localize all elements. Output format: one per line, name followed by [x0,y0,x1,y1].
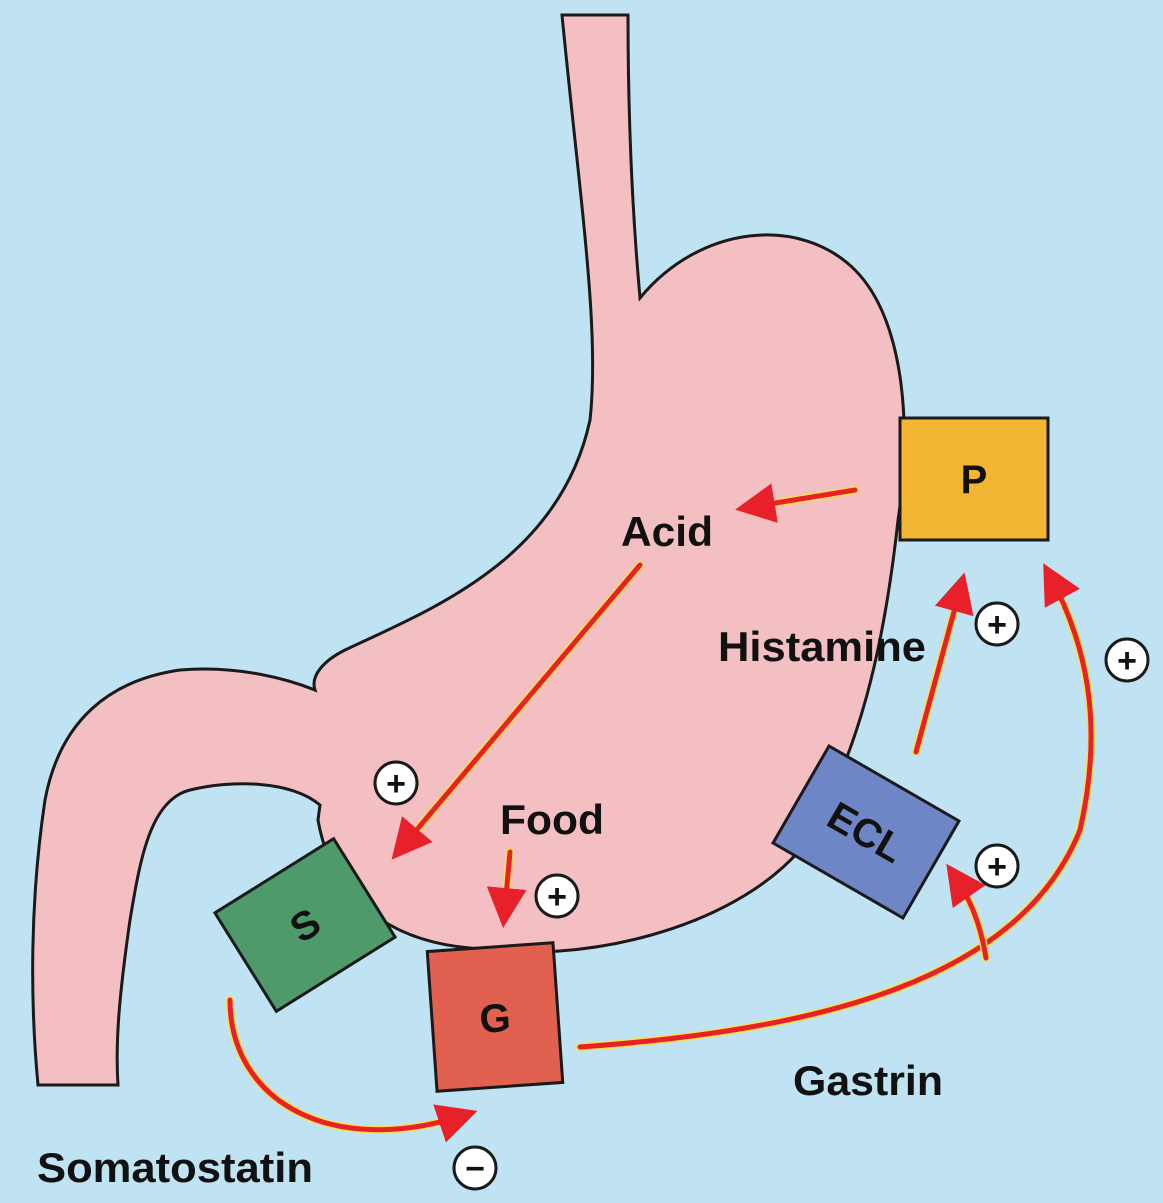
food-label: Food [500,796,604,843]
svg-text:+: + [386,765,406,803]
plus-sign-gastrin-to-p: + [1106,639,1148,681]
svg-text:+: + [547,878,567,916]
plus-sign-acid: + [375,762,417,804]
plus-sign-food: + [536,875,578,917]
somatostatin-label: Somatostatin [37,1144,313,1191]
minus-sign-somatostatin: − [454,1147,496,1189]
svg-text:+: + [1117,642,1137,680]
g-cell-label: G [478,996,512,1042]
g-cell: G [427,943,562,1091]
svg-text:+: + [987,848,1007,886]
plus-sign-histamine: + [976,603,1018,645]
svg-text:+: + [987,606,1007,644]
arrow-gastrin-to-ecl [952,872,986,958]
plus-sign-gastrin-to-ecl: + [976,845,1018,887]
p-cell-label: P [961,458,988,502]
stomach [33,15,905,1085]
p-cell: P [900,418,1048,540]
gastrin-label: Gastrin [793,1057,943,1104]
svg-text:−: − [465,1150,485,1188]
histamine-label: Histamine [718,623,926,670]
acid-label: Acid [621,508,713,555]
